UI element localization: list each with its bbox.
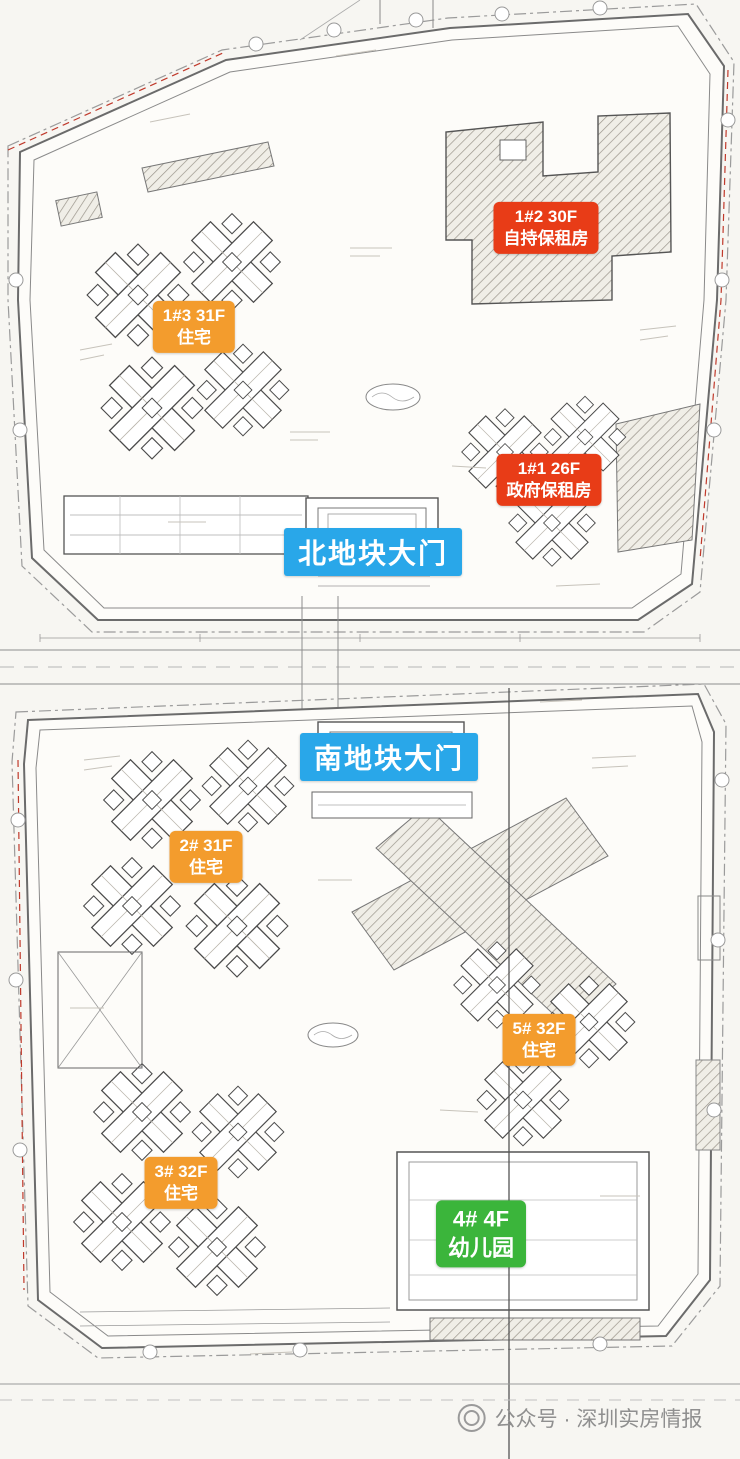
tag-building-3-line1: 3# 32F bbox=[154, 1161, 208, 1181]
tag-building-1-2-line1: 1#2 30F bbox=[514, 206, 578, 226]
tag-building-4: 4# 4F 幼儿园 bbox=[435, 1200, 527, 1268]
tag-building-2-line2: 住宅 bbox=[189, 858, 223, 877]
tag-building-4-line2: 幼儿园 bbox=[447, 1235, 515, 1260]
watermark-text: 公众号 · 深圳实房情报 bbox=[494, 1408, 703, 1431]
tag-building-1-3: 1#3 31F 住宅 bbox=[152, 300, 236, 354]
tag-building-1-1: 1#1 26F 政府保租房 bbox=[496, 453, 602, 507]
tag-building-4-line1: 4# 4F bbox=[452, 1206, 510, 1232]
tag-building-1-2-line2: 自持保租房 bbox=[503, 229, 589, 248]
tag-building-1-3-line1: 1#3 31F bbox=[162, 305, 226, 325]
tag-building-1-2: 1#2 30F 自持保租房 bbox=[493, 201, 599, 255]
tag-building-5: 5# 32F 住宅 bbox=[502, 1013, 576, 1067]
tag-building-1-3-line2: 住宅 bbox=[176, 328, 211, 347]
tag-building-3-line2: 住宅 bbox=[164, 1184, 198, 1203]
tag-building-1-1-line1: 1#1 26F bbox=[517, 458, 581, 478]
tag-building-2-line1: 2# 31F bbox=[179, 835, 233, 855]
gate-label-south: 南地块大门 bbox=[299, 733, 479, 781]
tag-building-2: 2# 31F 住宅 bbox=[169, 830, 243, 884]
gate-label-north: 北地块大门 bbox=[283, 528, 463, 576]
tag-building-5-line1: 5# 32F bbox=[512, 1018, 566, 1038]
tag-building-5-line2: 住宅 bbox=[522, 1041, 556, 1060]
watermark-logo-icon bbox=[457, 1404, 486, 1432]
tag-building-1-1-line2: 政府保租房 bbox=[506, 481, 592, 500]
watermark: 公众号 · 深圳实房情报 bbox=[457, 1403, 703, 1433]
tag-building-3: 3# 32F 住宅 bbox=[144, 1156, 218, 1210]
